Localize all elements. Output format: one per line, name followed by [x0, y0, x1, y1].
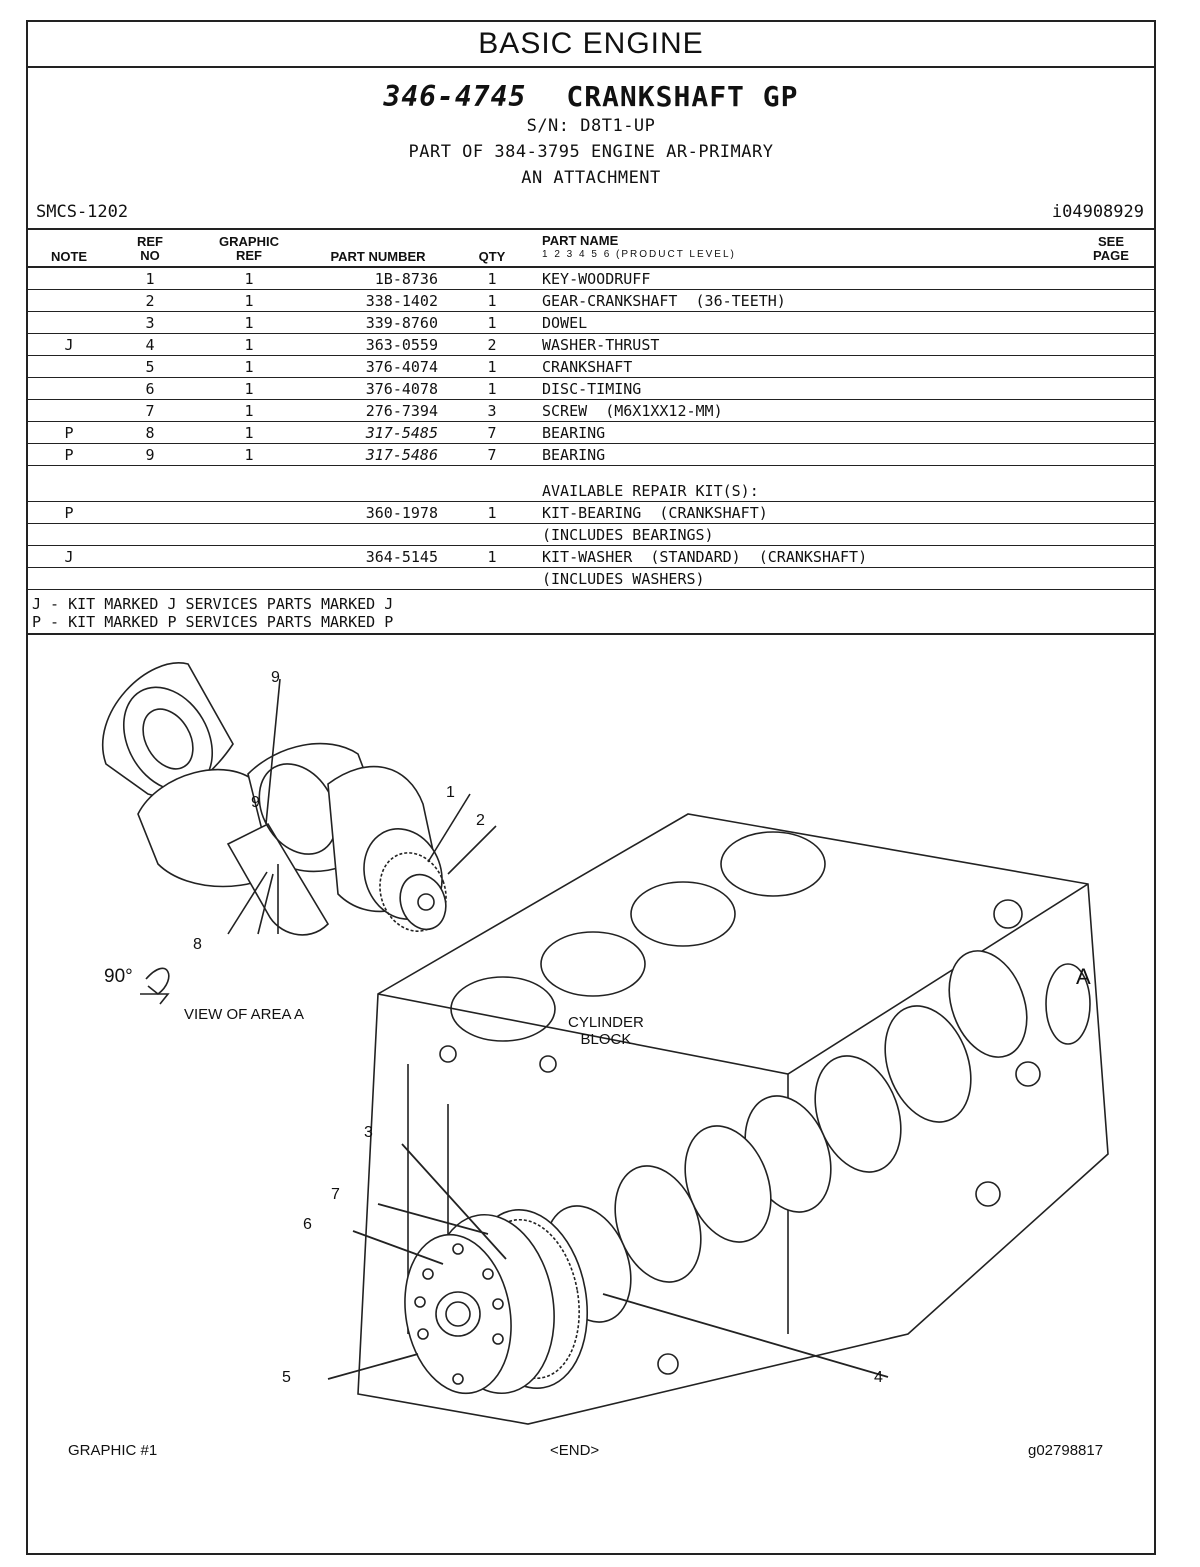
rotation-label: 90°: [104, 966, 133, 987]
crankshaft-illustration: [101, 662, 1109, 1425]
col-note: NOTE: [50, 249, 88, 264]
kit-includes-row: (INCLUDES BEARINGS): [28, 524, 1154, 546]
rotation-arrow-icon: [140, 967, 170, 1005]
leader-lines: [327, 1143, 889, 1380]
graphic-number: GRAPHIC #1: [68, 1442, 158, 1459]
group-part-number: 346-4745: [383, 80, 527, 113]
smcs-row: SMCS-1202 i04908929: [28, 198, 1154, 226]
callout-9-inner: 9: [251, 794, 260, 811]
callout-5: 5: [282, 1369, 291, 1386]
col-part-number: PART NUMBER: [330, 249, 426, 264]
part-header: 346-4745 CRANKSHAFT GP S/N: D8T1-UP PART …: [28, 68, 1154, 191]
callout-9-top: 9: [271, 669, 280, 686]
document-frame: BASIC ENGINE 346-4745 CRANKSHAFT GP S/N: …: [26, 20, 1156, 1555]
callout-6: 6: [303, 1216, 312, 1233]
col-qty: QTY: [478, 249, 506, 264]
document-id: i04908929: [1051, 202, 1144, 222]
callout-2: 2: [476, 812, 485, 829]
area-a-marker: A: [1076, 964, 1091, 989]
area-a-detail: [101, 662, 497, 936]
end-marker: <END>: [550, 1442, 600, 1459]
kit-includes-row: (INCLUDES WASHERS): [28, 568, 1154, 590]
attachment-line: AN ATTACHMENT: [521, 168, 661, 188]
note-p: P - KIT MARKED P SERVICES PARTS MARKED P: [32, 613, 394, 631]
callout-7: 7: [331, 1186, 340, 1203]
note-j: J - KIT MARKED J SERVICES PARTS MARKED J: [32, 595, 394, 613]
callout-4: 4: [874, 1369, 883, 1386]
callout-1: 1: [446, 784, 455, 801]
callout-8: 8: [193, 936, 202, 953]
section-title: BASIC ENGINE: [28, 22, 1154, 68]
kit-notes: J - KIT MARKED J SERVICES PARTS MARKED J…: [28, 595, 1154, 635]
group-part-title: CRANKSHAFT GP: [566, 80, 799, 113]
view-of-area-label: VIEW OF AREA A: [184, 1006, 305, 1023]
repair-kits-label: AVAILABLE REPAIR KIT(S):: [542, 482, 759, 500]
crankshaft-main: [404, 950, 1091, 1395]
part-of-line: PART OF 384-3795 ENGINE AR-PRIMARY: [408, 142, 774, 162]
serial-number: S/N: D8T1-UP: [526, 116, 656, 136]
product-level: 1 2 3 4 5 6 (PRODUCT LEVEL): [542, 249, 736, 260]
graphic-id: g02798817: [1028, 1442, 1104, 1459]
smcs-code: SMCS-1202: [36, 202, 129, 222]
callout-3: 3: [364, 1124, 373, 1141]
repair-kits-label-row: AVAILABLE REPAIR KIT(S):: [28, 466, 1154, 502]
